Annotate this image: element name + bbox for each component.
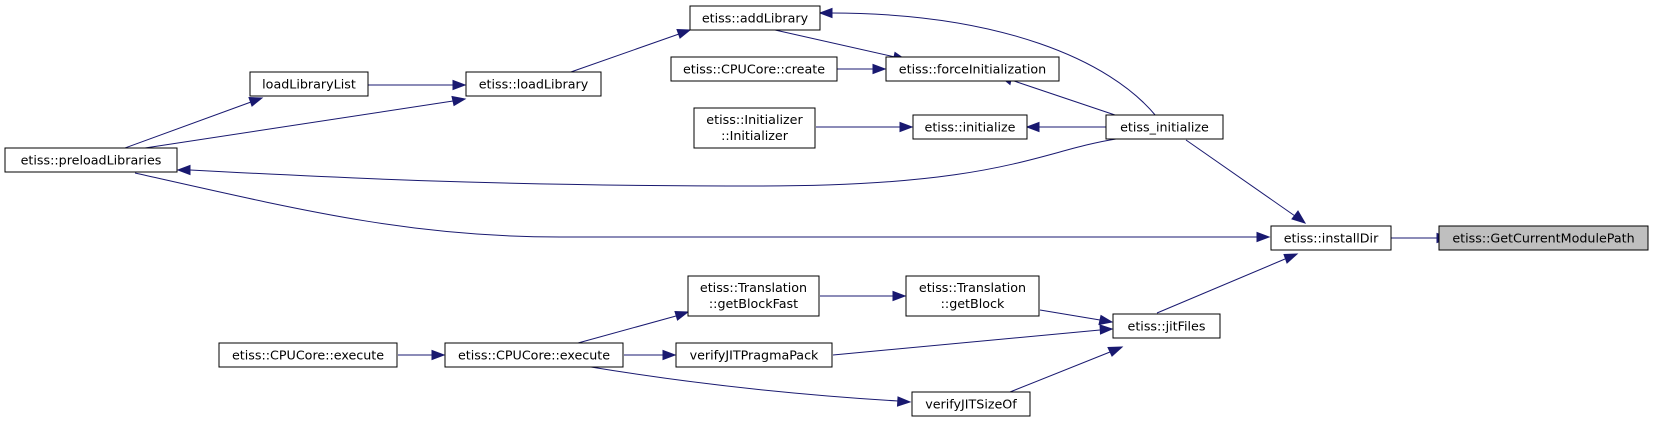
node-label: etiss::loadLibrary	[479, 77, 589, 92]
node-force-initialization[interactable]: etiss::forceInitialization	[885, 56, 1060, 82]
node-etiss-initialize[interactable]: etiss_initialize	[1105, 114, 1224, 140]
node-label: etiss_initialize	[1120, 120, 1209, 135]
node-add-library[interactable]: etiss::addLibrary	[689, 5, 821, 31]
node-initializer-constructor[interactable]: etiss::Initializer ::Initializer	[693, 107, 816, 149]
node-cpucore-create[interactable]: etiss::CPUCore::create	[670, 56, 838, 82]
node-verify-jit-size-of[interactable]: verifyJITSizeOf	[911, 391, 1031, 417]
edge-getblockfast-to-getblock	[820, 290, 907, 302]
node-install-dir[interactable]: etiss::installDir	[1270, 225, 1392, 251]
node-load-library-list[interactable]: loadLibraryList	[249, 71, 369, 97]
node-translation-get-block-fast[interactable]: etiss::Translation ::getBlockFast	[687, 275, 820, 317]
node-label-line-1: etiss::Translation	[919, 280, 1026, 295]
node-label: etiss::CPUCore::execute	[232, 348, 384, 363]
node-label: verifyJITSizeOf	[925, 397, 1017, 412]
node-label: etiss::preloadLibraries	[21, 153, 162, 168]
node-label-line-2: ::getBlockFast	[709, 296, 798, 311]
edge-cpucorecreate-to-forceinitialization	[837, 63, 887, 75]
node-label-line-1: etiss::Initializer	[706, 112, 803, 127]
edge-loadlibrarylist-to-loadlibrary	[368, 79, 467, 91]
edge-loadlibrary-to-addlibrary	[567, 28, 692, 74]
edge-etissinitialize-to-initialize	[1025, 121, 1106, 133]
node-cpucore-execute-caller[interactable]: etiss::CPUCore::execute	[218, 342, 398, 368]
edges	[124, 7, 1451, 407]
edge-verifyjitpragmapack-to-jitfiles	[832, 324, 1114, 356]
node-translation-get-block[interactable]: etiss::Translation ::getBlock	[905, 275, 1040, 317]
node-label: etiss::CPUCore::create	[683, 62, 825, 77]
node-label-line-2: ::Initializer	[721, 128, 789, 143]
node-get-current-module-path[interactable]: etiss::GetCurrentModulePath	[1438, 225, 1649, 251]
edge-etissinitialize-to-preloadlibraries	[176, 138, 1117, 187]
node-initialize[interactable]: etiss::initialize	[912, 114, 1028, 140]
node-label: etiss::addLibrary	[702, 11, 809, 26]
node-load-library[interactable]: etiss::loadLibrary	[465, 71, 602, 97]
node-preload-libraries[interactable]: etiss::preloadLibraries	[4, 147, 178, 173]
node-label-line-1: etiss::Translation	[700, 280, 807, 295]
node-label-line-2: ::getBlock	[941, 296, 1005, 311]
edge-etissinitialize-to-installdir	[1185, 139, 1307, 224]
edge-cpucoreexecute-to-verifyjitpragmapack	[624, 349, 677, 361]
node-label: etiss::jitFiles	[1128, 319, 1206, 334]
node-label: etiss::initialize	[925, 120, 1016, 135]
node-label: etiss::GetCurrentModulePath	[1452, 231, 1634, 246]
node-cpucore-execute[interactable]: etiss::CPUCore::execute	[444, 342, 624, 368]
edge-preloadlibraries-to-loadlibrarylist	[124, 96, 264, 149]
node-label: verifyJITPragmaPack	[690, 348, 819, 363]
edge-preloadlibraries-to-loadlibrary	[144, 95, 467, 149]
edge-initializerctor-to-initialize	[816, 121, 914, 133]
node-label: loadLibraryList	[262, 77, 356, 92]
nodes: etiss::GetCurrentModulePath etiss::insta…	[4, 5, 1649, 417]
node-verify-jit-pragma-pack[interactable]: verifyJITPragmaPack	[675, 342, 833, 368]
edge-etissinitialize-to-addlibrary	[818, 7, 1157, 117]
edge-cpucoreexecute-to-verifyjitsizeof	[590, 366, 912, 407]
edge-translationgetblock-to-jitfiles	[1039, 309, 1114, 326]
edge-cpucoreexecuteouter-to-cpucoreexecute	[398, 349, 446, 361]
edge-preloadlibraries-to-installdir	[134, 172, 1271, 243]
node-label: etiss::forceInitialization	[899, 62, 1046, 77]
node-label: etiss::installDir	[1284, 231, 1379, 246]
edge-cpucoreexecute-to-getblockfast	[577, 310, 690, 344]
edge-jitfiles-to-installdir	[1156, 253, 1299, 314]
node-label: etiss::CPUCore::execute	[458, 348, 610, 363]
node-jit-files[interactable]: etiss::jitFiles	[1112, 313, 1221, 339]
edge-verifyjitsizeof-to-jitfiles	[1009, 346, 1124, 393]
